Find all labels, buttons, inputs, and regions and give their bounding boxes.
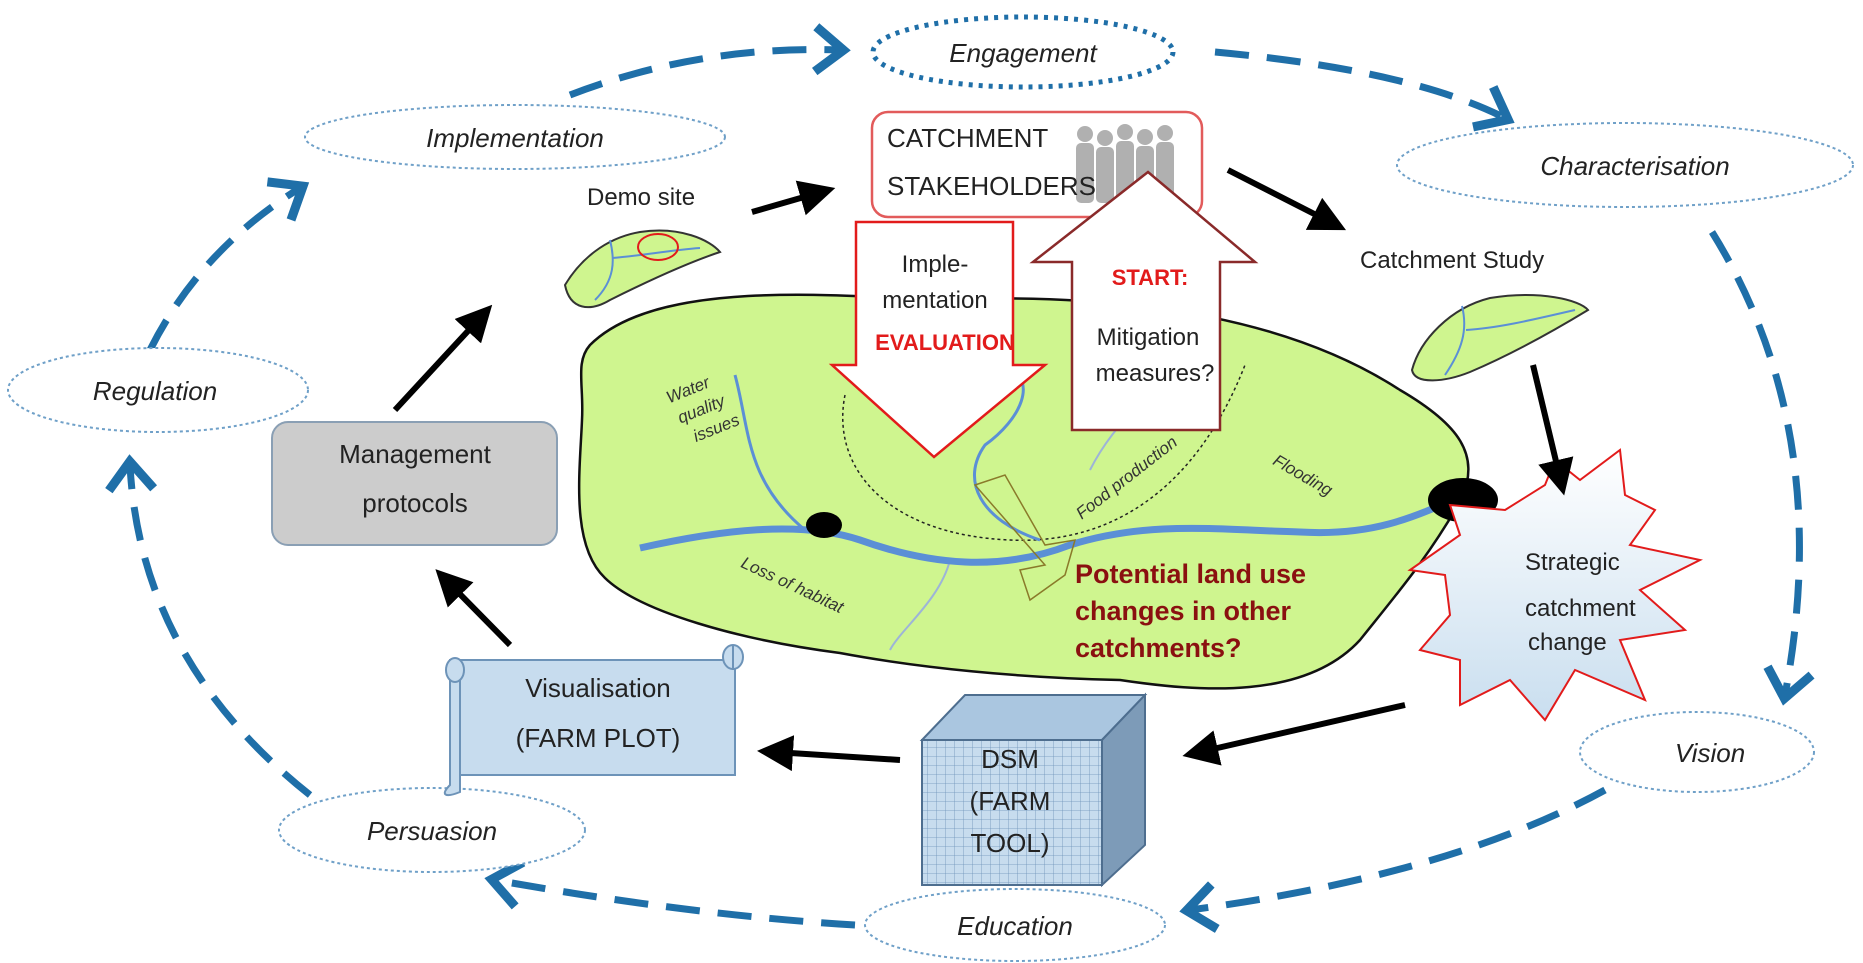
main-river bbox=[639, 488, 1472, 566]
svg-text:Potential land use: Potential land use bbox=[1075, 559, 1306, 589]
arrow-dsm-to-visualisation bbox=[757, 735, 901, 772]
implementation-label: Implementation bbox=[426, 123, 604, 153]
up-arrow-line3: measures? bbox=[1096, 360, 1215, 387]
demo-site-highlight bbox=[637, 233, 679, 261]
start-label: START: bbox=[1112, 265, 1189, 290]
strategic-change-burst: Strategic catchment change bbox=[1407, 448, 1703, 722]
catchment-study-label: Catchment Study bbox=[1360, 247, 1544, 274]
education-label: Education bbox=[957, 911, 1073, 941]
node-implementation: Implementation bbox=[304, 104, 726, 170]
catchment-study-map bbox=[1410, 294, 1590, 382]
arrow-management-to-demo bbox=[392, 304, 493, 413]
management-label-2: protocols bbox=[362, 488, 468, 518]
potential-changes-label: Potential land use changes in other catc… bbox=[1075, 559, 1306, 663]
down-arrow-line2: mentation bbox=[882, 287, 987, 314]
potential-change-arrow bbox=[973, 474, 1077, 602]
tributary-central bbox=[973, 363, 1041, 542]
arrow-demo-to-stakeholders bbox=[751, 180, 836, 216]
flow-arrows bbox=[392, 167, 1574, 772]
persuasion-label: Persuasion bbox=[367, 816, 497, 846]
characterisation-label: Characterisation bbox=[1540, 151, 1729, 181]
catchment-study: Catchment Study bbox=[1360, 247, 1590, 382]
cycle-arrows bbox=[105, 23, 1815, 933]
svg-text:changes in other: changes in other bbox=[1075, 596, 1292, 626]
dsm-label-2: (FARM bbox=[970, 786, 1051, 816]
dsm-cube: DSM (FARM TOOL) bbox=[919, 692, 1148, 888]
arrow-visualisation-to-management bbox=[435, 569, 513, 648]
visualisation-label-2: (FARM PLOT) bbox=[516, 723, 681, 753]
arrow-strategic-to-dsm bbox=[1182, 702, 1406, 766]
catchment-blob bbox=[577, 293, 1470, 690]
demo-site: Demo site bbox=[563, 184, 722, 308]
visualisation-scroll: Visualisation (FARM PLOT) bbox=[443, 644, 744, 797]
arrow-stakeholders-to-study bbox=[1226, 167, 1347, 231]
management-protocols-box: Management protocols bbox=[271, 421, 558, 546]
down-arrow-line1: Imple- bbox=[902, 251, 969, 278]
node-regulation: Regulation bbox=[7, 347, 309, 433]
strategic-label-1: Strategic bbox=[1525, 549, 1620, 576]
stakeholders-label-1: CATCHMENT bbox=[887, 123, 1048, 153]
tributary-water-quality bbox=[733, 374, 806, 532]
node-education: Education bbox=[864, 888, 1166, 962]
arrow-study-to-strategic bbox=[1530, 364, 1574, 496]
demo-site-map bbox=[563, 229, 722, 308]
engagement-label: Engagement bbox=[949, 38, 1098, 68]
strategic-label-2: catchment bbox=[1525, 595, 1636, 622]
strategic-label-3: change bbox=[1528, 629, 1607, 656]
node-persuasion: Persuasion bbox=[278, 787, 586, 873]
evaluation-label: EVALUATION bbox=[875, 330, 1015, 355]
demo-site-label: Demo site bbox=[587, 184, 695, 211]
catchment-area: Water quality issues Food production Flo… bbox=[577, 293, 1498, 690]
tributary-lower bbox=[889, 559, 951, 651]
svg-text:catchments?: catchments? bbox=[1075, 633, 1242, 663]
dsm-label-3: TOOL) bbox=[971, 828, 1050, 858]
node-engagement: Engagement bbox=[870, 14, 1176, 90]
subcatchment-boundary bbox=[842, 364, 1246, 541]
evaluation-down-arrow: Imple- mentation EVALUATION bbox=[828, 220, 1049, 459]
node-characterisation: Characterisation bbox=[1396, 122, 1854, 208]
vision-label: Vision bbox=[1675, 738, 1745, 768]
visualisation-label-1: Visualisation bbox=[525, 673, 671, 703]
regulation-label: Regulation bbox=[93, 376, 217, 406]
start-up-arrow: START: Mitigation measures? bbox=[1029, 170, 1259, 432]
monitoring-point bbox=[806, 512, 842, 538]
catchment-stakeholders-box: CATCHMENT STAKEHOLDERS bbox=[870, 110, 1204, 219]
node-vision: Vision bbox=[1579, 711, 1815, 793]
stakeholders-label-2: STAKEHOLDERS bbox=[887, 171, 1096, 201]
management-label-1: Management bbox=[339, 439, 492, 469]
dsm-label-1: DSM bbox=[981, 744, 1039, 774]
up-arrow-line2: Mitigation bbox=[1097, 324, 1200, 351]
